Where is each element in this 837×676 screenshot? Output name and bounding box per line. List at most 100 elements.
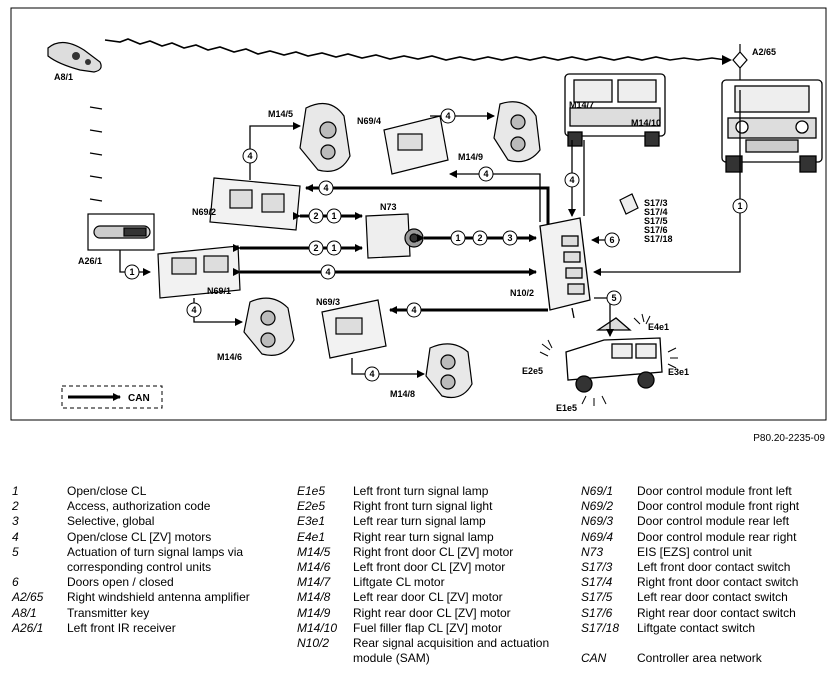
step-marker: 4: [320, 264, 336, 280]
label-m146: M14/6: [217, 352, 242, 362]
svg-text:2: 2: [313, 243, 318, 253]
module-n691: [157, 245, 241, 299]
svg-text:4: 4: [369, 369, 374, 379]
legend-description: Left front door contact switch: [637, 560, 791, 575]
legend-code: M14/7: [297, 575, 331, 590]
legend-description: Right rear door contact switch: [637, 605, 796, 620]
svg-text:1: 1: [331, 211, 336, 221]
legend-description: EIS [EZS] control unit: [637, 544, 752, 559]
legend-description: Right rear door CL [ZV] motor: [353, 605, 511, 620]
motor-m145: [299, 102, 351, 172]
legend-code: CAN: [581, 651, 607, 666]
legend-description: Actuation of turn signal lamps via corre…: [67, 544, 244, 575]
svg-text:1: 1: [331, 243, 336, 253]
legend-code: E1e5: [297, 484, 326, 498]
legend-code: S17/3: [581, 560, 613, 575]
legend-description: Right rear turn signal lamp: [353, 529, 494, 544]
step-marker: 4: [564, 172, 580, 188]
module-n694: [383, 115, 449, 175]
label-can: CAN: [128, 393, 150, 404]
ir-receiver-icon: [87, 213, 155, 251]
diagram-frame: [10, 7, 827, 421]
label-n694: N69/4: [357, 116, 381, 126]
legend-description: Left rear door contact switch: [637, 590, 788, 605]
svg-text:4: 4: [483, 169, 488, 179]
label-n73: N73: [380, 202, 397, 212]
legend-code: E3e1: [297, 514, 326, 529]
legend-description: Door control module rear left: [637, 514, 790, 529]
label-n102: N10/2: [510, 288, 534, 298]
legend-code: N69/1: [581, 484, 614, 498]
step-marker: 6: [604, 232, 620, 248]
step-marker: 1: [326, 208, 342, 224]
contact-switch-icon: [619, 193, 639, 215]
legend-description: Door control module rear right: [637, 529, 797, 544]
module-n102: [539, 217, 591, 319]
legend-code: N69/3: [581, 514, 614, 529]
legend-row: S17/3 Left front door contact switch: [581, 560, 831, 575]
svg-text:4: 4: [191, 305, 196, 315]
step-markers: 4 4 4 4 2 1 2 1 1 2 3 4 1 4 4 4 4 1 6 5: [124, 108, 748, 382]
legend-description: Rear signal acquisition and actuation mo…: [353, 636, 550, 666]
label-s173: S17/3: [644, 198, 668, 208]
svg-text:1: 1: [455, 233, 460, 243]
legend-code: S17/4: [581, 575, 613, 590]
step-marker: 4: [406, 302, 422, 318]
legend-code: A2/65: [12, 590, 44, 605]
label-n693: N69/3: [316, 297, 340, 307]
label-s176: S17/6: [644, 225, 668, 235]
legend-description: Right front turn signal light: [353, 499, 493, 514]
legend-code: E4e1: [297, 529, 326, 544]
legend-description: Door control module front right: [637, 499, 800, 514]
svg-text:4: 4: [445, 111, 450, 121]
legend-code: 4: [12, 529, 19, 544]
legend-code: 2: [12, 499, 19, 514]
legend-row: [581, 636, 831, 651]
svg-text:4: 4: [247, 151, 252, 161]
svg-text:1: 1: [129, 267, 134, 277]
step-marker: 4: [186, 302, 202, 318]
vehicle-rear-view: [564, 73, 666, 147]
label-a81: A8/1: [54, 72, 73, 82]
radio-signal-path: [104, 38, 727, 61]
step-marker: 4: [318, 180, 334, 196]
legend-description: [637, 636, 827, 651]
label-a265: A2/65: [752, 47, 776, 57]
legend-description: Liftgate CL motor: [353, 575, 445, 590]
legend-row: N69/3 Door control module rear left: [581, 514, 831, 529]
svg-text:4: 4: [411, 305, 416, 315]
ir-signal-marks: [89, 106, 103, 202]
legend-code: A8/1: [12, 605, 37, 620]
svg-text:3: 3: [507, 233, 512, 243]
label-s1718: S17/18: [644, 234, 673, 244]
step-marker: 1: [732, 198, 748, 214]
step-marker: 4: [478, 166, 494, 182]
legend-description: Left front IR receiver: [67, 620, 176, 635]
legend-code: M14/5: [297, 544, 331, 559]
legend-code: M14/8: [297, 590, 331, 605]
legend-code: S17/6: [581, 605, 613, 620]
legend-row: S17/4 Right front door contact switch: [581, 575, 831, 590]
label-e4e1: E4e1: [648, 322, 669, 332]
legend-description: Fuel filler flap CL [ZV] motor: [353, 620, 502, 635]
legend-description: Selective, global: [67, 514, 155, 529]
svg-text:6: 6: [609, 235, 614, 245]
legend-description: Right front door contact switch: [637, 575, 799, 590]
module-n693: [321, 299, 387, 359]
legend-row: M14/7 Liftgate CL motor: [297, 575, 577, 590]
antenna-icon: [732, 44, 748, 90]
